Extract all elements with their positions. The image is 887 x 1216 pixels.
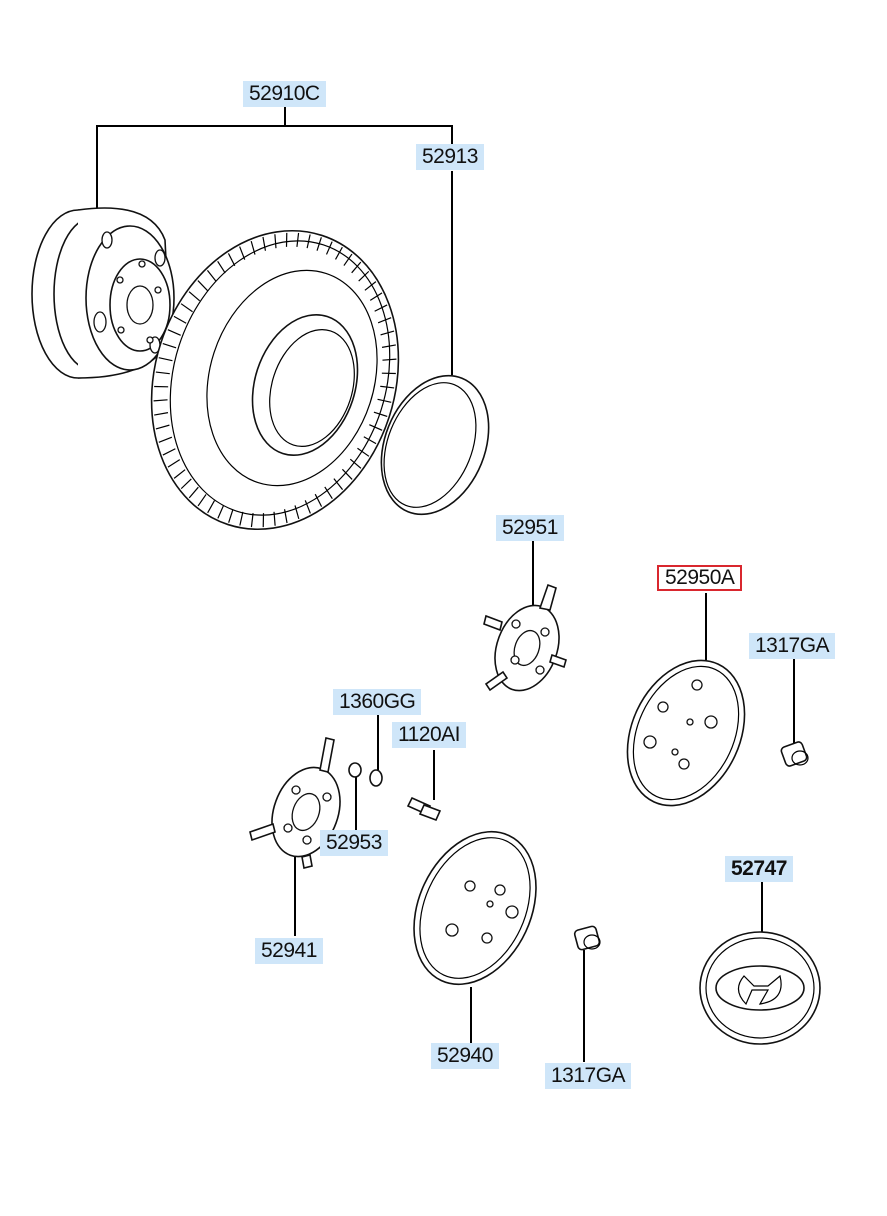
- label-1120AI[interactable]: 1120AI: [392, 722, 466, 748]
- emblem-52747-drawing: [700, 932, 820, 1044]
- label-52950A[interactable]: 52950A: [657, 565, 742, 591]
- label-52747[interactable]: 52747: [725, 856, 793, 882]
- label-1360GG[interactable]: 1360GG: [333, 689, 421, 715]
- label-52953[interactable]: 52953: [320, 830, 388, 856]
- label-1317GA-top[interactable]: 1317GA: [749, 633, 835, 659]
- wheel-cover-52940-drawing: [390, 812, 559, 1004]
- label-52910C[interactable]: 52910C: [243, 81, 326, 107]
- label-52941[interactable]: 52941: [255, 938, 323, 964]
- label-52913[interactable]: 52913: [416, 144, 484, 170]
- wheel-cover-52950A-drawing: [605, 641, 767, 824]
- wheel-rim-drawing: [32, 208, 174, 378]
- nut-top-drawing: [780, 741, 808, 767]
- nut-bottom-drawing: [574, 925, 600, 950]
- fasteners-drawing: [349, 763, 440, 820]
- label-52951[interactable]: 52951: [496, 515, 564, 541]
- label-1317GA-bottom[interactable]: 1317GA: [545, 1063, 631, 1089]
- label-52940[interactable]: 52940: [431, 1043, 499, 1069]
- bracket-52951-drawing: [484, 585, 570, 700]
